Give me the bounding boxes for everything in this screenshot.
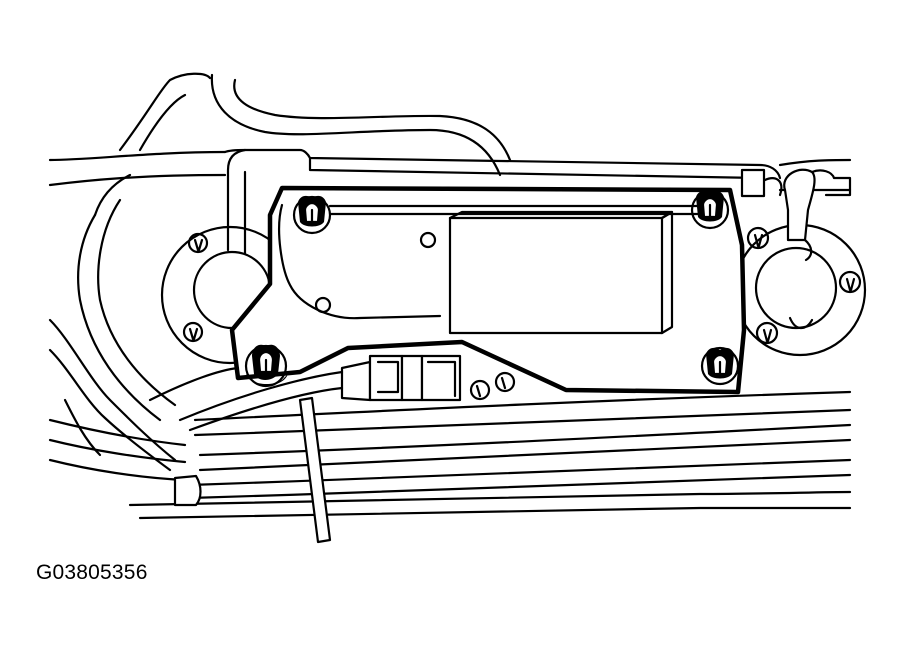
connector-assembly xyxy=(340,354,516,402)
figure-code: G03805356 xyxy=(36,561,148,584)
mounting-bolt-icon xyxy=(244,344,288,388)
upper-hoses xyxy=(48,72,852,217)
left-side-tubes xyxy=(48,198,177,472)
mounting-bolt-icon xyxy=(700,346,740,386)
test-probe xyxy=(298,396,332,544)
mounting-bolt-icon xyxy=(292,195,332,235)
mounting-bolt-icon xyxy=(690,190,730,230)
right-flange xyxy=(733,223,867,357)
right-elbow-hose xyxy=(783,168,852,262)
lower-harness xyxy=(48,366,852,520)
module-cover xyxy=(229,185,747,395)
top-tube xyxy=(223,148,783,257)
